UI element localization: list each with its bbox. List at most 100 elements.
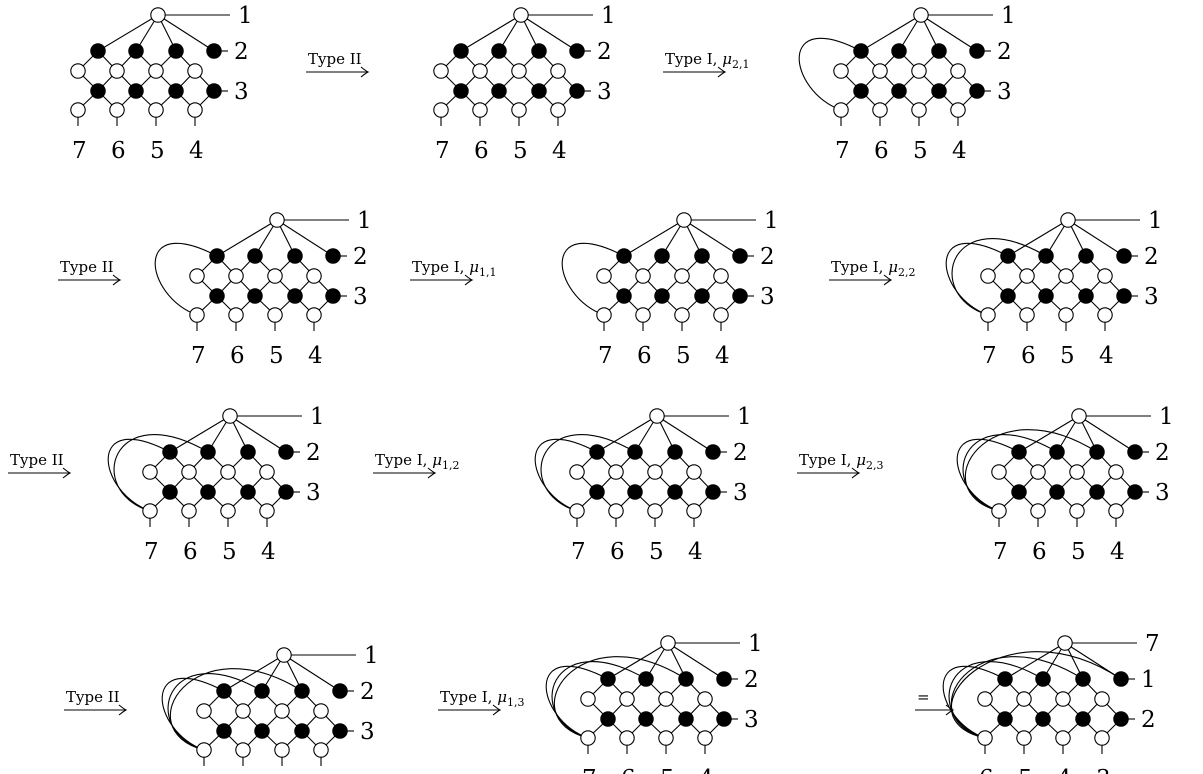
loop-edge [950, 651, 1122, 739]
graph-edge [1078, 415, 1136, 453]
move-arrow-8: Type I, μ2,3 [797, 451, 883, 479]
move-type: Type I [799, 451, 847, 469]
white-vertex [306, 307, 322, 323]
black-vertex [694, 288, 710, 304]
white-vertex [658, 730, 674, 746]
black-vertex [278, 444, 294, 460]
mutation-symbol: μ [856, 451, 866, 469]
white-vertex [306, 268, 322, 284]
boundary-label: 3 [1096, 766, 1111, 774]
boundary-label: 1 [310, 404, 325, 430]
white-vertex [608, 464, 624, 480]
white-vertex [1069, 464, 1085, 480]
black-vertex [997, 671, 1013, 687]
white-vertex [977, 730, 993, 746]
boundary-label: 4 [1099, 343, 1114, 369]
black-vertex [716, 671, 732, 687]
white-vertex [911, 102, 927, 118]
loop-edge [561, 242, 625, 316]
boundary-label: 4 [688, 539, 703, 565]
loop-edge [154, 242, 218, 316]
boundary-label: 2 [234, 39, 249, 65]
graph-edge [157, 14, 215, 52]
black-vertex [1089, 484, 1105, 500]
boundary-label: 5 [222, 539, 237, 565]
black-vertex [1011, 444, 1027, 460]
boundary-label: 4 [952, 138, 967, 164]
arrow-head [118, 704, 128, 716]
white-vertex [1055, 730, 1071, 746]
move-arrow-1: Type II [306, 50, 370, 78]
black-vertex [627, 444, 643, 460]
white-vertex [181, 503, 197, 519]
arrow-head [851, 467, 861, 479]
black-vertex [531, 83, 547, 99]
white-vertex [635, 268, 651, 284]
white-vertex [1016, 691, 1032, 707]
white-vertex [1058, 307, 1074, 323]
loop-edge [545, 665, 609, 739]
black-vertex [678, 711, 694, 727]
boundary-label: 7 [1145, 631, 1160, 657]
boundary-label: 2 [1141, 707, 1156, 733]
white-vertex [513, 7, 529, 23]
white-vertex [950, 63, 966, 79]
label-comma: , [713, 50, 723, 68]
black-vertex [1011, 484, 1027, 500]
boundary-label: 1 [1001, 3, 1016, 29]
white-vertex [148, 63, 164, 79]
white-vertex [220, 464, 236, 480]
white-vertex [1060, 212, 1076, 228]
black-vertex [1078, 288, 1094, 304]
black-vertex [332, 723, 348, 739]
white-vertex [274, 703, 290, 719]
black-vertex [1089, 444, 1105, 460]
move-type: Type I [412, 258, 460, 276]
label-comma: , [847, 451, 857, 469]
white-vertex [70, 102, 86, 118]
boundary-label: 6 [183, 539, 198, 565]
black-vertex [90, 83, 106, 99]
boundary-label: 7 [598, 343, 613, 369]
white-vertex [235, 742, 251, 758]
white-vertex [187, 102, 203, 118]
black-vertex [1116, 288, 1132, 304]
white-vertex [1019, 268, 1035, 284]
boundary-label: 7 [435, 138, 450, 164]
white-vertex [980, 307, 996, 323]
boundary-label: 4 [189, 138, 204, 164]
label-comma: , [488, 688, 498, 706]
graph-edge [860, 14, 922, 52]
black-vertex [569, 43, 585, 59]
black-vertex [491, 83, 507, 99]
graph-edge [1067, 219, 1125, 257]
boundary-label: 4 [308, 343, 323, 369]
white-vertex [189, 307, 205, 323]
loop-edge [169, 668, 303, 751]
black-vertex [1049, 444, 1065, 460]
boundary-label: 6 [621, 766, 636, 774]
loop-edge [534, 438, 598, 512]
white-vertex [274, 742, 290, 758]
graph-edge [1064, 642, 1122, 680]
move-type: Type I [831, 258, 879, 276]
white-vertex [580, 730, 596, 746]
white-vertex [649, 408, 665, 424]
graph-edge [656, 415, 714, 453]
black-vertex [1116, 248, 1132, 264]
black-vertex [667, 444, 683, 460]
graph-edge [97, 14, 159, 52]
black-vertex [254, 723, 270, 739]
mutation-index: 1,3 [507, 696, 525, 709]
boundary-label: 5 [269, 343, 284, 369]
boundary-label: 1 [1148, 208, 1163, 234]
arrow-head [464, 274, 474, 286]
boundary-label: 3 [1155, 480, 1170, 506]
black-vertex [128, 83, 144, 99]
black-vertex [287, 248, 303, 264]
boundary-label: 2 [1155, 440, 1170, 466]
